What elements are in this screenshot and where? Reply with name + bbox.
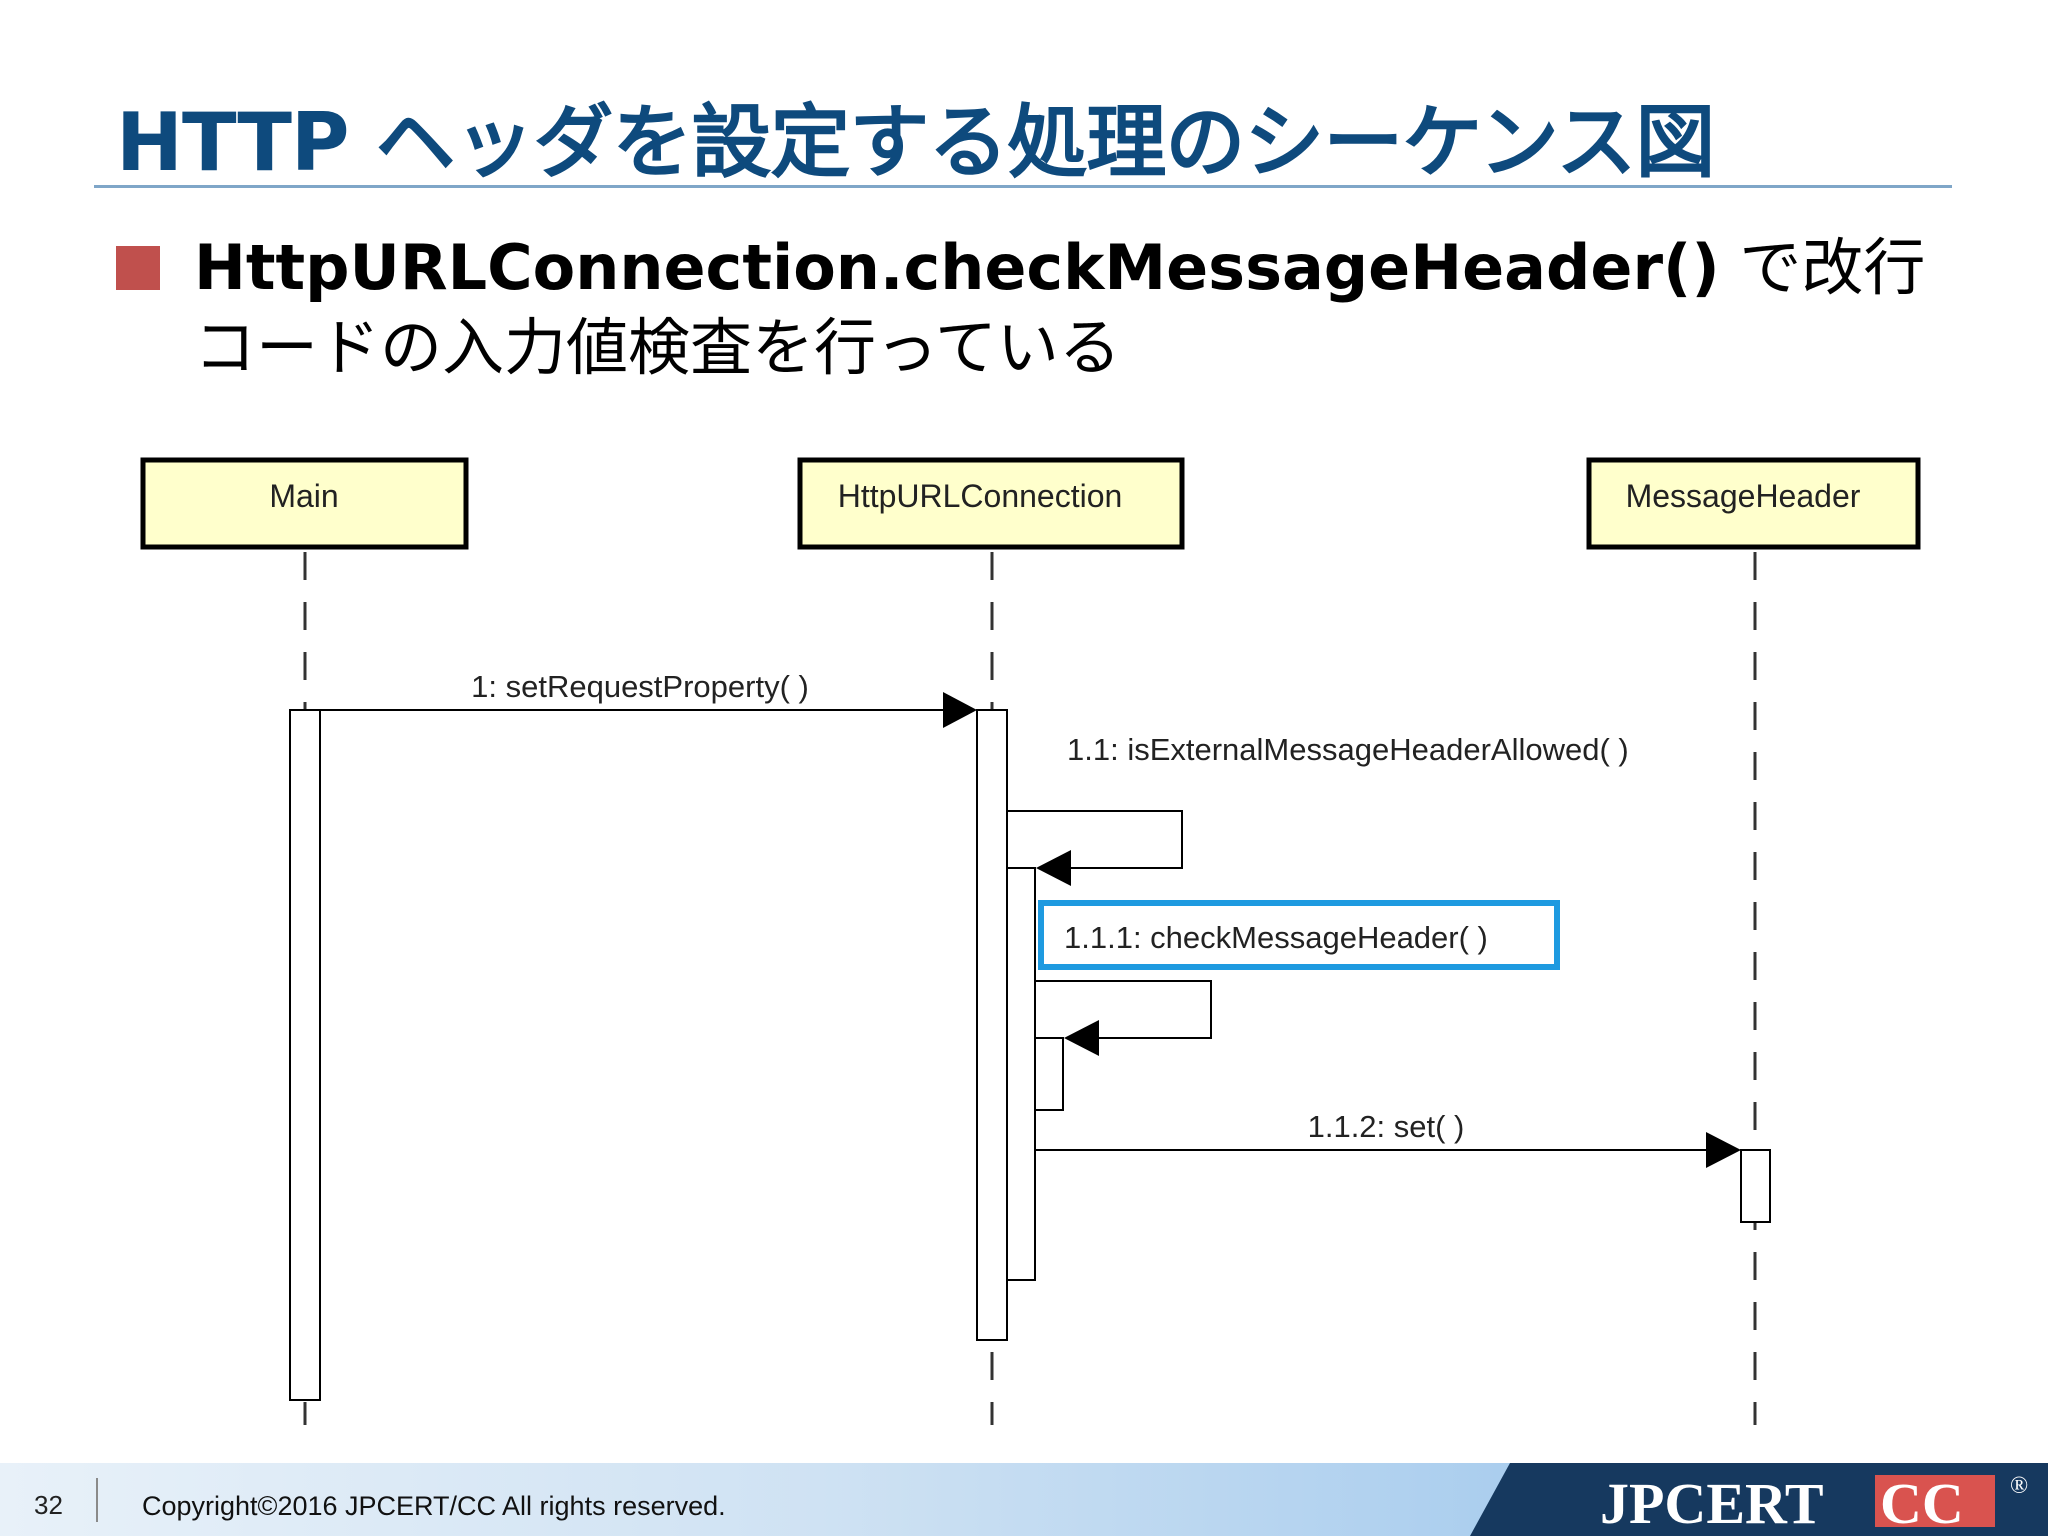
lifeline-httpurlconnection: HttpURLConnection: [797, 457, 1185, 1425]
lifeline-messageheader-label: MessageHeader: [1626, 478, 1861, 514]
activation-main: [289, 709, 321, 1401]
title-divider: [94, 185, 1952, 188]
activation-httpurlconnection: [976, 709, 1008, 1341]
message-1-1-label: 1.1: isExternalMessageHeaderAllowed( ): [1067, 732, 1629, 767]
message-1: 1: setRequestProperty( ): [320, 669, 977, 728]
message-1-1-1-label: 1.1.1: checkMessageHeader( ): [1064, 920, 1488, 955]
logo-jpcert-text: JPCERT: [1600, 1471, 1824, 1536]
lifeline-httpurlconnection-label: HttpURLConnection: [838, 478, 1123, 514]
message-1-1-1: 1.1.1: checkMessageHeader( ): [1035, 900, 1560, 1056]
activation-httpurlconnection-nested2: [1034, 1037, 1064, 1111]
lifeline-messageheader: MessageHeader: [1586, 457, 1921, 1425]
lifeline-main: Main: [140, 457, 469, 1425]
message-1-1-2: 1.1.2: set( ): [1035, 1109, 1741, 1168]
footer-divider: [96, 1478, 98, 1522]
jpcert-logo: JPCERT CC ®: [1470, 1463, 2048, 1536]
message-1-1-2-label: 1.1.2: set( ): [1308, 1109, 1465, 1144]
sequence-diagram: Main HttpURLConnection MessageHeader 1: …: [140, 457, 1921, 1425]
slide-title: HTTP ヘッダを設定する処理のシーケンス図: [116, 96, 1715, 189]
activation-httpurlconnection-nested1: [1006, 867, 1036, 1281]
bullet-square-icon: [116, 246, 160, 290]
message-1-1: 1.1: isExternalMessageHeaderAllowed( ): [1007, 732, 1629, 886]
logo-registered-mark: ®: [2010, 1473, 2028, 1499]
bullet-line2: コードの入力値検査を行っている: [194, 311, 1121, 384]
highlight-box: [1038, 900, 1560, 970]
message-1-label: 1: setRequestProperty( ): [471, 669, 809, 704]
logo-cc-text: CC: [1880, 1471, 1964, 1536]
copyright-text: Copyright©2016 JPCERT/CC All rights rese…: [142, 1491, 726, 1521]
bullet-text: HttpURLConnection.checkMessageHeader() で…: [194, 228, 1974, 388]
bullet-method-name: HttpURLConnection.checkMessageHeader(): [194, 231, 1720, 304]
lifeline-main-label: Main: [269, 478, 338, 514]
bullet-line1-rest: で改行: [1719, 231, 1926, 304]
page-number: 32: [34, 1490, 63, 1520]
activation-messageheader: [1740, 1149, 1771, 1223]
